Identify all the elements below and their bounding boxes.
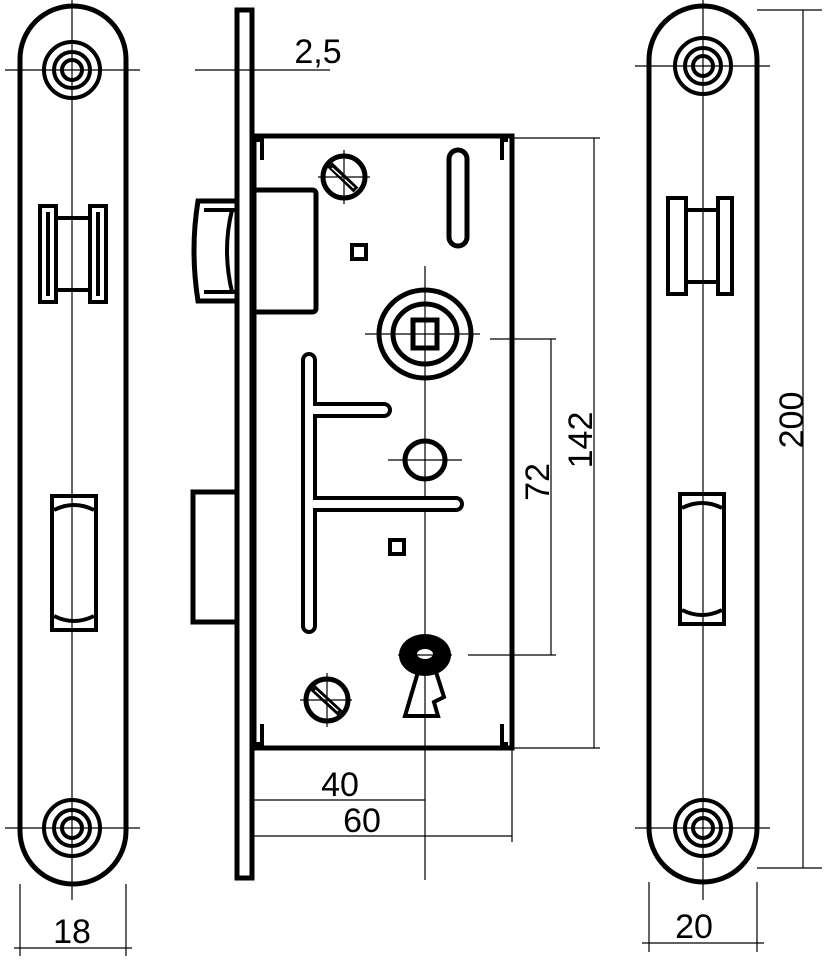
left-screw-hole-top [42, 40, 102, 100]
left-bolt-opening [50, 494, 98, 632]
dim-right-plate-width: 20 [675, 908, 713, 946]
dim-body-height: 142 [562, 412, 600, 469]
right-screw-hole-top [673, 36, 733, 96]
slot-t-outline [301, 352, 464, 634]
follower-spindle-hole [365, 287, 480, 381]
right-faceplate: 200 20 [635, 0, 822, 952]
left-latch-opening [38, 204, 108, 304]
case-corners [256, 138, 508, 746]
faceplate [234, 7, 255, 881]
slot [446, 147, 470, 249]
left-strike-plate: 18 [5, 0, 140, 956]
dim-faceplate-thickness: 2,5 [294, 33, 341, 71]
right-screw-hole-bottom [673, 798, 733, 858]
latch-bolt [191, 187, 319, 315]
rivet-bottom [388, 538, 406, 556]
left-screw-hole-bottom [42, 798, 102, 858]
dim-backset: 40 [321, 766, 359, 804]
dim-left-plate-width: 18 [53, 913, 91, 951]
dim-follower-to-keyhole: 72 [519, 463, 557, 501]
lock-body: 2,5 142 72 40 60 [190, 7, 600, 881]
dead-bolt [190, 489, 240, 625]
spindle-hole-small [388, 438, 462, 482]
dim-body-depth: 60 [343, 802, 381, 840]
rivet-top [350, 243, 368, 261]
dim-faceplate-length: 200 [773, 392, 811, 449]
slot-t-inner [305, 356, 460, 630]
screw-top [318, 150, 370, 204]
right-latch-opening [666, 196, 734, 296]
keyhole [398, 634, 452, 718]
lock-case [251, 133, 515, 751]
screw-bottom [300, 673, 352, 727]
right-bolt-opening [678, 492, 726, 626]
left-plate-outline [17, 3, 129, 887]
